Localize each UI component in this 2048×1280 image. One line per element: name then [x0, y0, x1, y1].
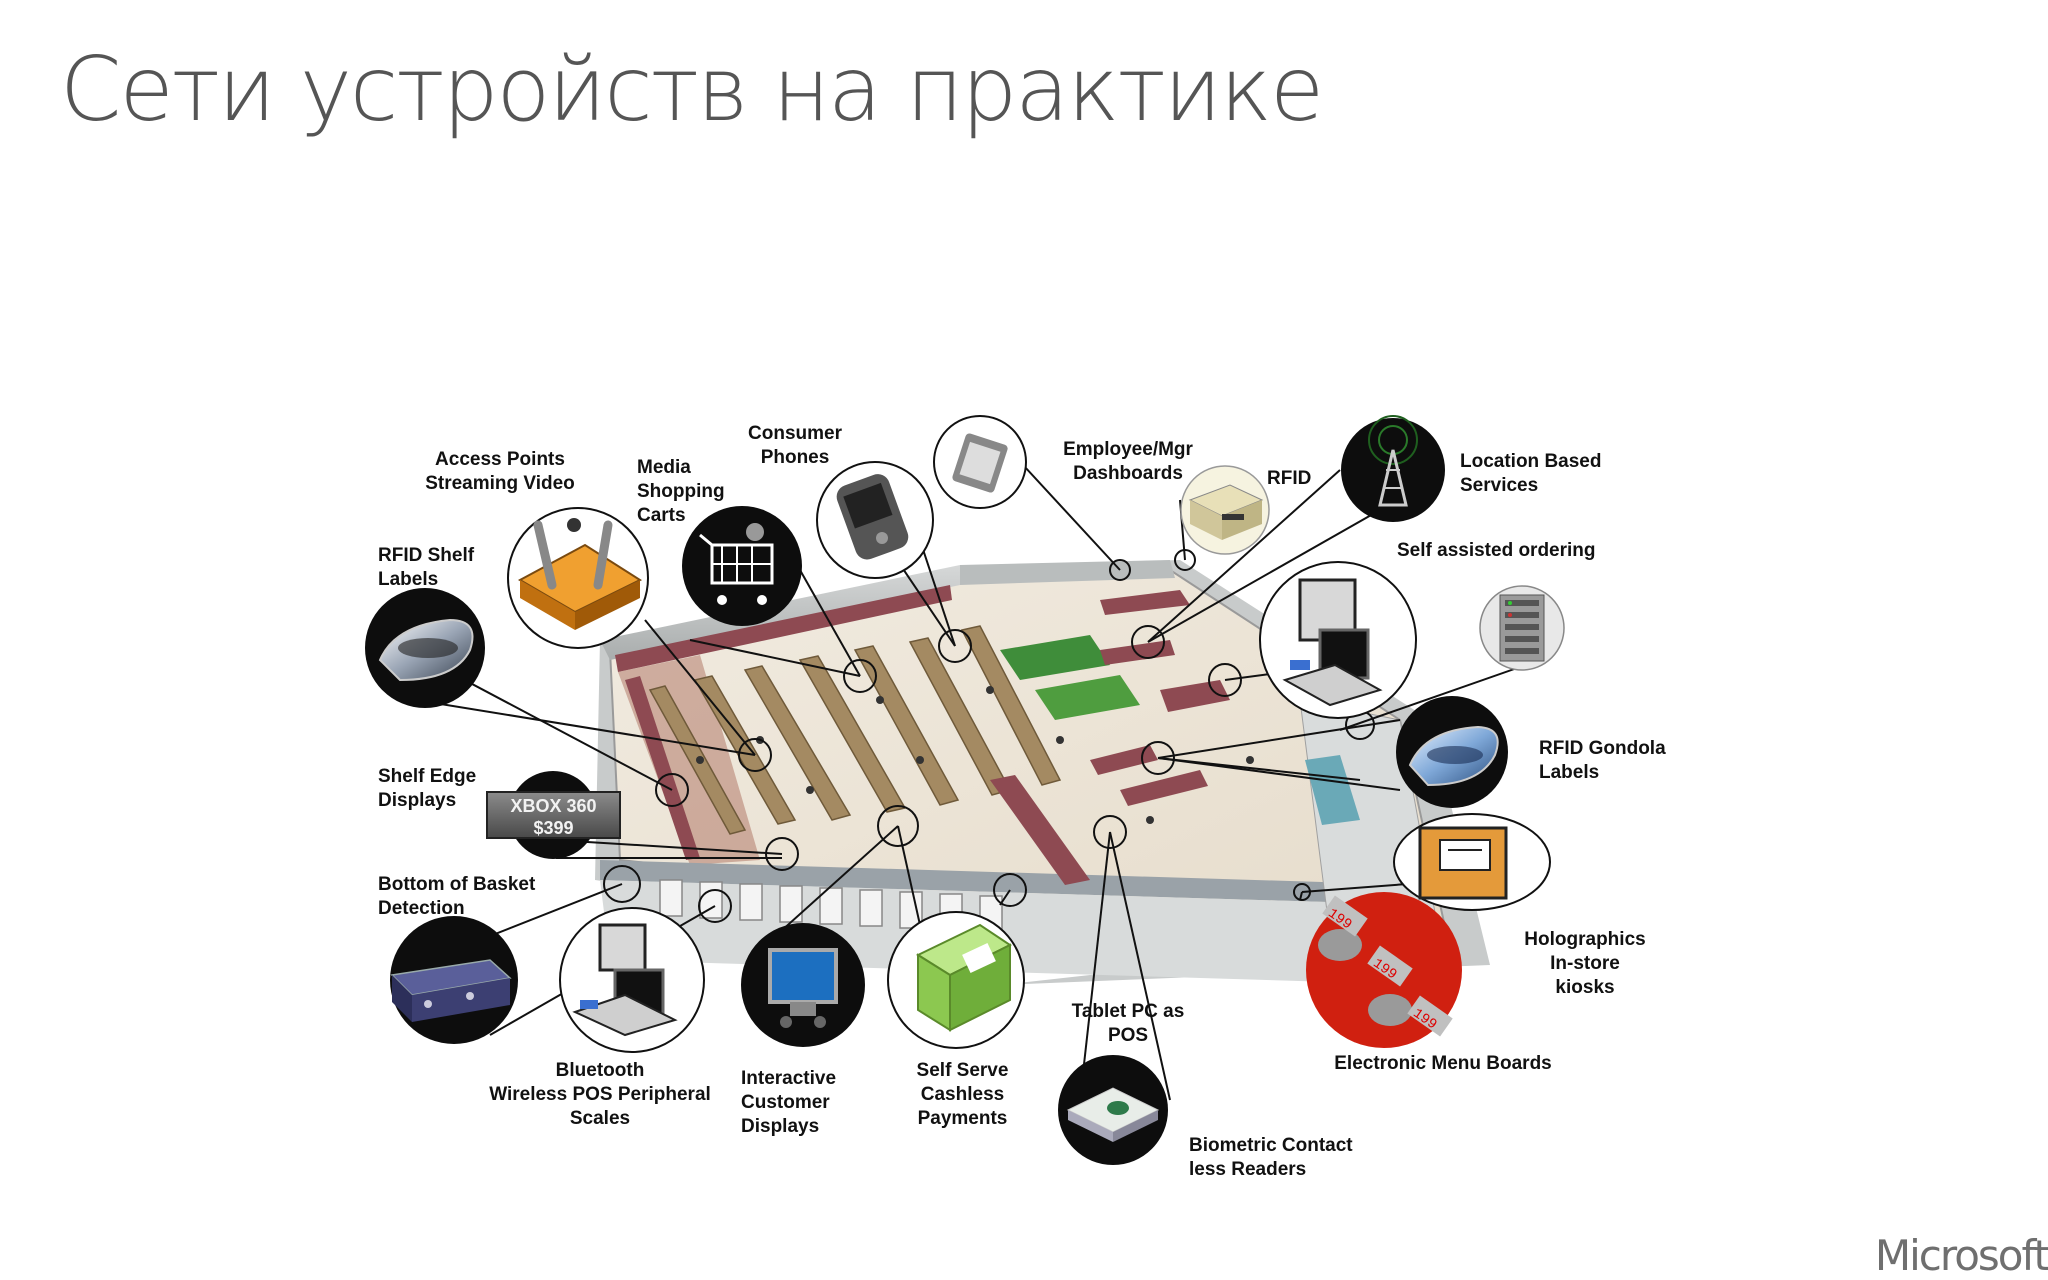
kiosk-icon	[1259, 561, 1417, 719]
pos-terminal-icon	[559, 907, 705, 1053]
store-floorplan	[595, 560, 1490, 985]
receiver-icon	[390, 916, 518, 1044]
slide-title: Сети устройств на практике	[60, 38, 1324, 141]
clipboard-icon	[933, 415, 1027, 509]
shopping-cart-icon	[682, 506, 802, 626]
shelf-edge-price-tag: XBOX 360 $399	[486, 791, 621, 839]
label-self-serve: Self Serve Cashless Payments	[916, 1060, 1009, 1129]
label-rfid-gondola: RFID Gondola Labels	[1539, 738, 1666, 783]
label-access-points: Access Points Streaming Video	[425, 449, 575, 494]
server-rack-icon	[1479, 585, 1565, 671]
label-rfid-shelf: RFID Shelf Labels	[378, 545, 475, 590]
rfid-tag-icon	[1396, 696, 1508, 808]
menu-board-icon: 199 199 199	[1306, 892, 1462, 1048]
label-self-ordering: Self assisted ordering	[1397, 540, 1596, 561]
phone-icon	[816, 461, 934, 579]
label-interactive-displays: Interactive Customer Displays	[741, 1068, 837, 1137]
label-media-carts: Media Shopping Carts	[637, 457, 725, 526]
payment-kiosk-icon	[887, 911, 1025, 1049]
rfid-tag-icon	[365, 588, 485, 708]
printer-icon	[1180, 465, 1270, 555]
router-icon	[507, 507, 649, 649]
monitor-icon	[741, 923, 865, 1047]
label-biometric: Biometric Contact less Readers	[1189, 1135, 1353, 1180]
fingerprint-reader-icon	[1058, 1055, 1168, 1165]
produce-section	[1000, 590, 1190, 720]
microsoft-logo: Microsoft	[1874, 1231, 2048, 1280]
label-shelf-edge: Shelf Edge Displays	[378, 766, 477, 811]
label-location-services: Location Based Services	[1460, 451, 1602, 496]
label-electronic-menu: Electronic Menu Boards	[1334, 1053, 1552, 1074]
checkout-counters	[659, 879, 1003, 933]
label-bluetooth-pos: Bluetooth Wireless POS Peripheral Scales	[489, 1060, 711, 1129]
label-employee-dashboards: Employee/Mgr Dashboards	[1063, 439, 1193, 484]
label-rfid: RFID	[1267, 468, 1312, 489]
label-consumer-phones: Consumer Phones	[748, 423, 842, 468]
cell-tower-icon	[1341, 415, 1445, 522]
holographic-kiosk-icon	[1393, 813, 1551, 911]
label-bottom-basket: Bottom of Basket Detection	[378, 874, 536, 919]
label-holographics: Holographics In-store kiosks	[1524, 929, 1646, 998]
label-tablet-pos: Tablet PC as POS	[1071, 1001, 1185, 1046]
